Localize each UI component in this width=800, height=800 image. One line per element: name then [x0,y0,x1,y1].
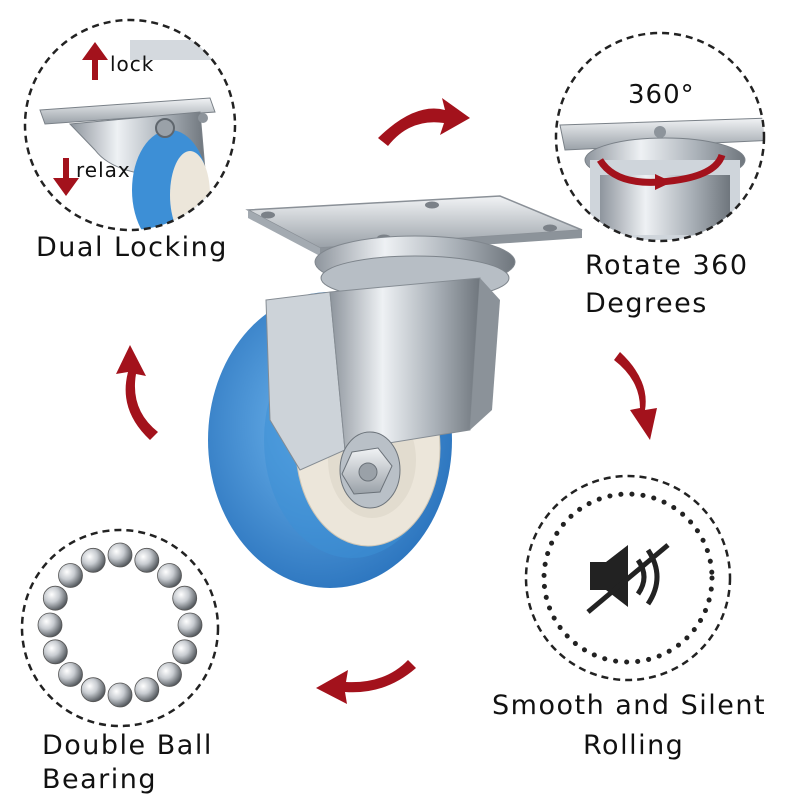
bearing-ball [157,662,182,687]
dual-locking-detail [23,18,237,232]
relax-text: relax [76,158,131,182]
arrow-down-icon [53,158,79,196]
silent-label-line2: Rolling [583,730,685,761]
fork [265,291,346,471]
caster-wheel [208,195,583,588]
arrow-up-icon [82,42,108,80]
bearing-ball [157,563,182,588]
bearing-ball [42,639,68,665]
bearing-ball [58,563,83,588]
speaker-muted-icon [586,543,670,614]
bearing-ball [107,682,133,708]
rotate-label-line1: Rotate 360 [585,250,749,281]
arrow-right [614,352,657,440]
silent-detail [524,474,732,682]
bearing-ball [134,547,160,573]
rotate-detail [554,31,766,243]
bearing-ball [80,677,106,703]
bearing-ball [177,612,203,638]
ball-bearing-detail [20,528,220,728]
bearing-ball [58,662,83,687]
bearing-ball [37,612,63,638]
bearing-label-line1: Double Ball [42,730,213,761]
bearing-ball [172,585,198,611]
bearing-ball [134,677,160,703]
bearing-ball [172,639,198,665]
arrow-left [116,345,158,440]
lock-text: lock [110,52,155,76]
dual-locking-label: Dual Locking [36,232,228,263]
rotate-label-line2: Degrees [585,288,708,319]
bearing-ball [42,585,68,611]
bearing-ball [107,542,133,568]
arrow-bottom [316,660,416,704]
arrow-top [378,98,470,146]
bearing-label-line2: Bearing [42,764,158,795]
bearing-ball [80,547,106,573]
rotate-badge: 360° [628,80,695,110]
silent-label-line1: Smooth and Silent [492,690,767,721]
bearing-balls [37,542,203,708]
cycle-arrows [116,98,657,704]
